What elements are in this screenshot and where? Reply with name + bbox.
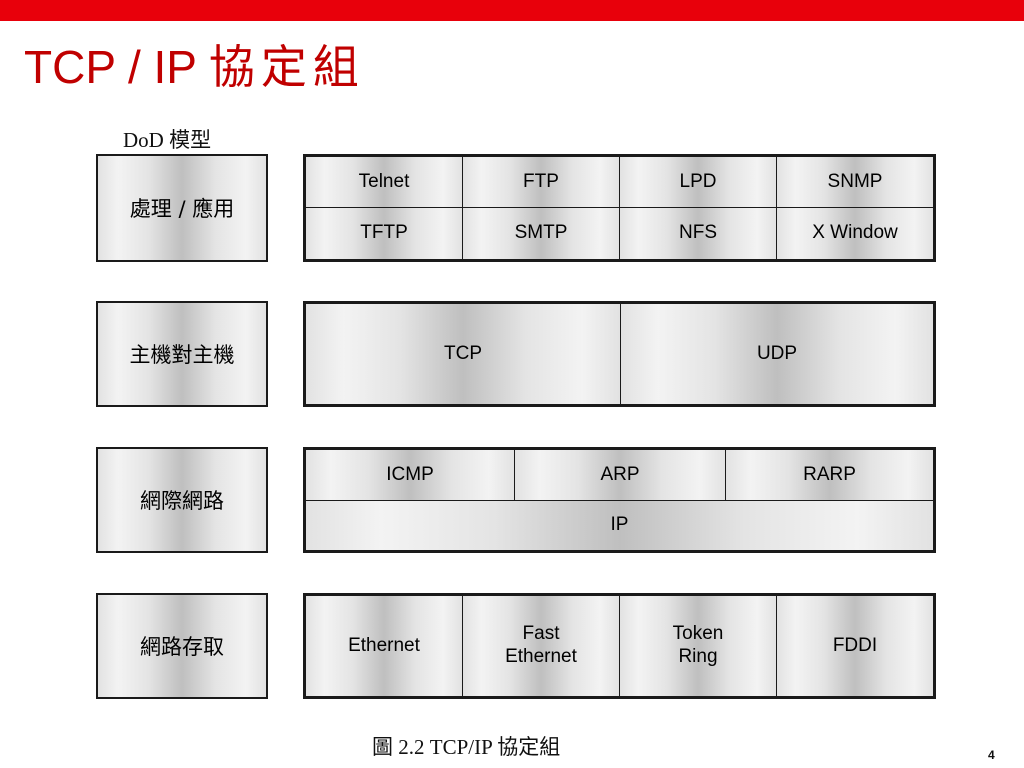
protocol-arp: ARP (514, 449, 726, 501)
protocol-snmp: SNMP (776, 156, 934, 208)
protocol-group-transport: TCP UDP (303, 301, 936, 407)
dod-model-label: DoD 模型 (123, 128, 212, 152)
protocol-ethernet: Ethernet (305, 595, 463, 697)
protocol-udp: UDP (620, 303, 934, 405)
figure-caption: 圖 2.2 TCP/IP 協定組 (372, 735, 561, 759)
protocol-group-application: Telnet FTP LPD SNMP TFTP SMTP NFS X Wind… (303, 154, 936, 262)
title-cjk: 協定組 (208, 40, 365, 94)
protocol-rarp: RARP (725, 449, 934, 501)
layer-network-access: 網路存取 (96, 593, 268, 699)
layer-internet: 網際網路 (96, 447, 268, 553)
protocol-x-window: X Window (776, 207, 934, 260)
protocol-fddi: FDDI (776, 595, 934, 697)
layer-process-application: 處理 / 應用 (96, 154, 268, 262)
protocol-ip: IP (305, 500, 934, 551)
protocol-icmp: ICMP (305, 449, 515, 501)
layer-host-to-host: 主機對主機 (96, 301, 268, 407)
protocol-smtp: SMTP (462, 207, 620, 260)
protocol-nfs: NFS (619, 207, 777, 260)
protocol-token-ring: Token Ring (619, 595, 777, 697)
page-number: 4 (988, 748, 995, 762)
protocol-fast-ethernet: Fast Ethernet (462, 595, 620, 697)
protocol-telnet: Telnet (305, 156, 463, 208)
protocol-group-internet: ICMP ARP RARP IP (303, 447, 936, 553)
protocol-ftp: FTP (462, 156, 620, 208)
protocol-tftp: TFTP (305, 207, 463, 260)
top-accent-bar (0, 0, 1024, 21)
slide-title: TCP / IP 協定組 (24, 44, 365, 90)
protocol-lpd: LPD (619, 156, 777, 208)
title-latin: TCP / IP (24, 41, 197, 93)
protocol-group-network-access: Ethernet Fast Ethernet Token Ring FDDI (303, 593, 936, 699)
protocol-tcp: TCP (305, 303, 621, 405)
